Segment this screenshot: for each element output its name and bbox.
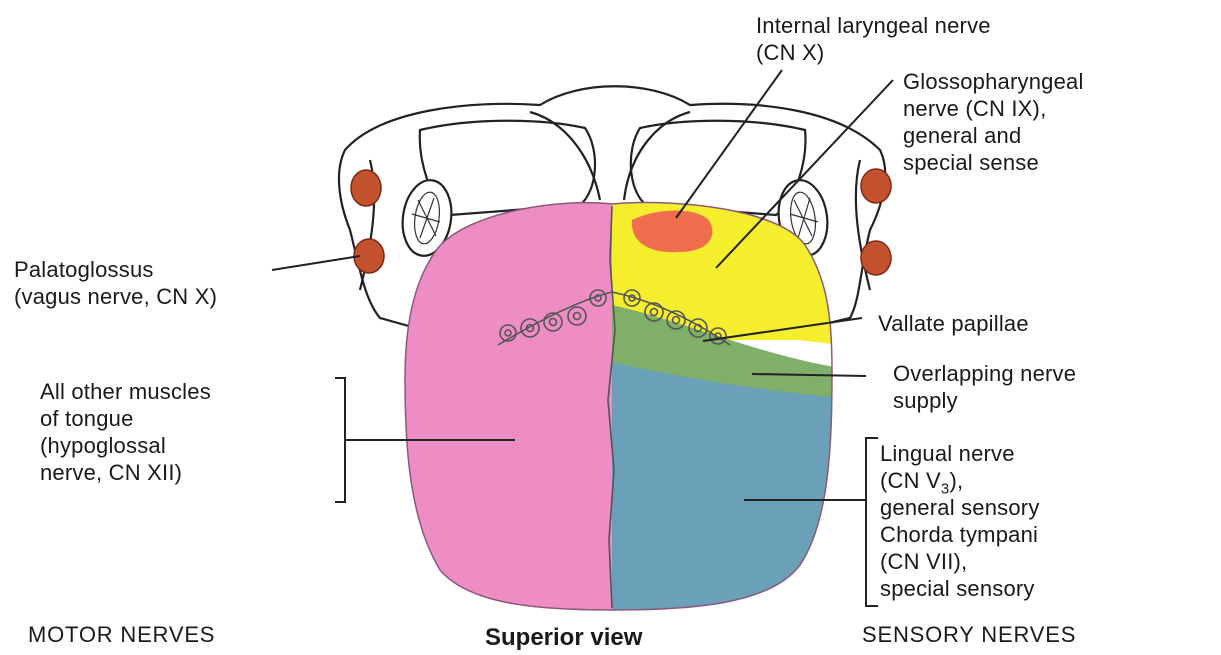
label-line: (CN X) xyxy=(756,39,991,66)
label-lingual-nerve: Lingual nerve (CN V3), general sensory C… xyxy=(880,440,1040,602)
label-line: Glossopharyngeal xyxy=(903,68,1084,95)
label-line: special sensory xyxy=(880,575,1040,602)
label-palatoglossus: Palatoglossus (vagus nerve, CN X) xyxy=(14,256,217,310)
bracket-lingual xyxy=(866,438,878,606)
label-line: (CN V3), xyxy=(880,467,1040,494)
sensory-nerves-heading: SENSORY NERVES xyxy=(862,622,1076,648)
label-line: general sensory xyxy=(880,494,1040,521)
label-line: (vagus nerve, CN X) xyxy=(14,283,217,310)
label-line: Lingual nerve xyxy=(880,440,1040,467)
label-line: special sense xyxy=(903,149,1084,176)
lingual-region xyxy=(612,362,840,620)
label-line: nerve, CN XII) xyxy=(40,459,211,486)
label-text: (CN V xyxy=(880,468,941,493)
tongue xyxy=(380,190,860,620)
label-line: nerve (CN IX), xyxy=(903,95,1084,122)
motor-nerves-heading: MOTOR NERVES xyxy=(28,622,215,648)
label-glossopharyngeal: Glossopharyngeal nerve (CN IX), general … xyxy=(903,68,1084,176)
label-line: All other muscles xyxy=(40,378,211,405)
label-text: ), xyxy=(949,468,963,493)
label-line: (hypoglossal xyxy=(40,432,211,459)
label-line: Vallate papillae xyxy=(878,310,1029,337)
label-line: general and xyxy=(903,122,1084,149)
leader-palatoglossus xyxy=(272,256,360,270)
bracket-all-other xyxy=(335,378,345,502)
superior-view-caption: Superior view xyxy=(485,624,642,652)
label-line: (CN VII), xyxy=(880,548,1040,575)
label-all-other-muscles: All other muscles of tongue (hypoglossal… xyxy=(40,378,211,486)
label-line: supply xyxy=(893,387,1076,414)
label-internal-laryngeal: Internal laryngeal nerve (CN X) xyxy=(756,12,991,66)
label-line: Chorda tympani xyxy=(880,521,1040,548)
label-overlapping-nerve-supply: Overlapping nerve supply xyxy=(893,360,1076,414)
label-line: Palatoglossus xyxy=(14,256,217,283)
label-line: Internal laryngeal nerve xyxy=(756,12,991,39)
label-vallate-papillae: Vallate papillae xyxy=(878,310,1029,337)
label-line: Overlapping nerve xyxy=(893,360,1076,387)
label-line: of tongue xyxy=(40,405,211,432)
